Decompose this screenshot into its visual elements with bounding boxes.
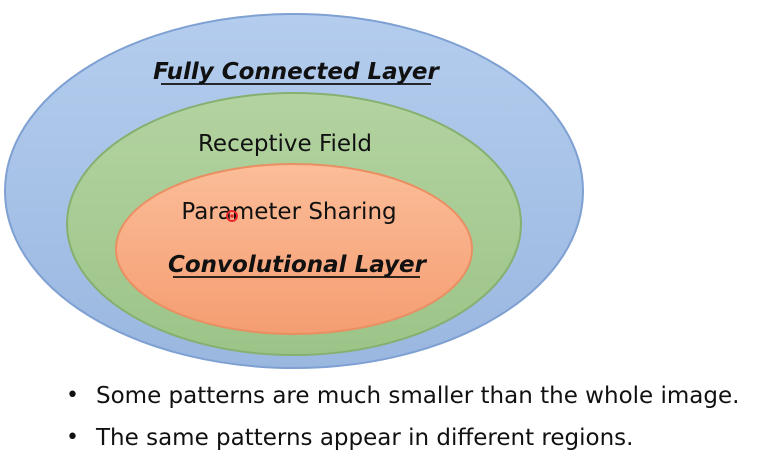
bullet-item: • The same patterns appear in different … — [66, 417, 771, 459]
mouse-cursor-icon — [226, 210, 238, 222]
convolutional-layer-label: Convolutional Layer — [168, 252, 428, 278]
bullet-text: The same patterns appear in different re… — [96, 425, 634, 451]
receptive-field-label: Receptive Field — [198, 131, 372, 157]
parameter-sharing-ellipse — [115, 163, 473, 335]
fully-connected-layer-label: Fully Connected Layer — [153, 59, 440, 85]
parameter-sharing-label: Parameter Sharing — [181, 199, 396, 225]
bullet-text: Some patterns are much smaller than the … — [96, 383, 740, 409]
bullet-item: • Some patterns are much smaller than th… — [66, 375, 771, 417]
bullet-dot-icon: • — [66, 425, 79, 450]
bullet-dot-icon: • — [66, 383, 79, 408]
bullet-list: • Some patterns are much smaller than th… — [66, 375, 771, 459]
